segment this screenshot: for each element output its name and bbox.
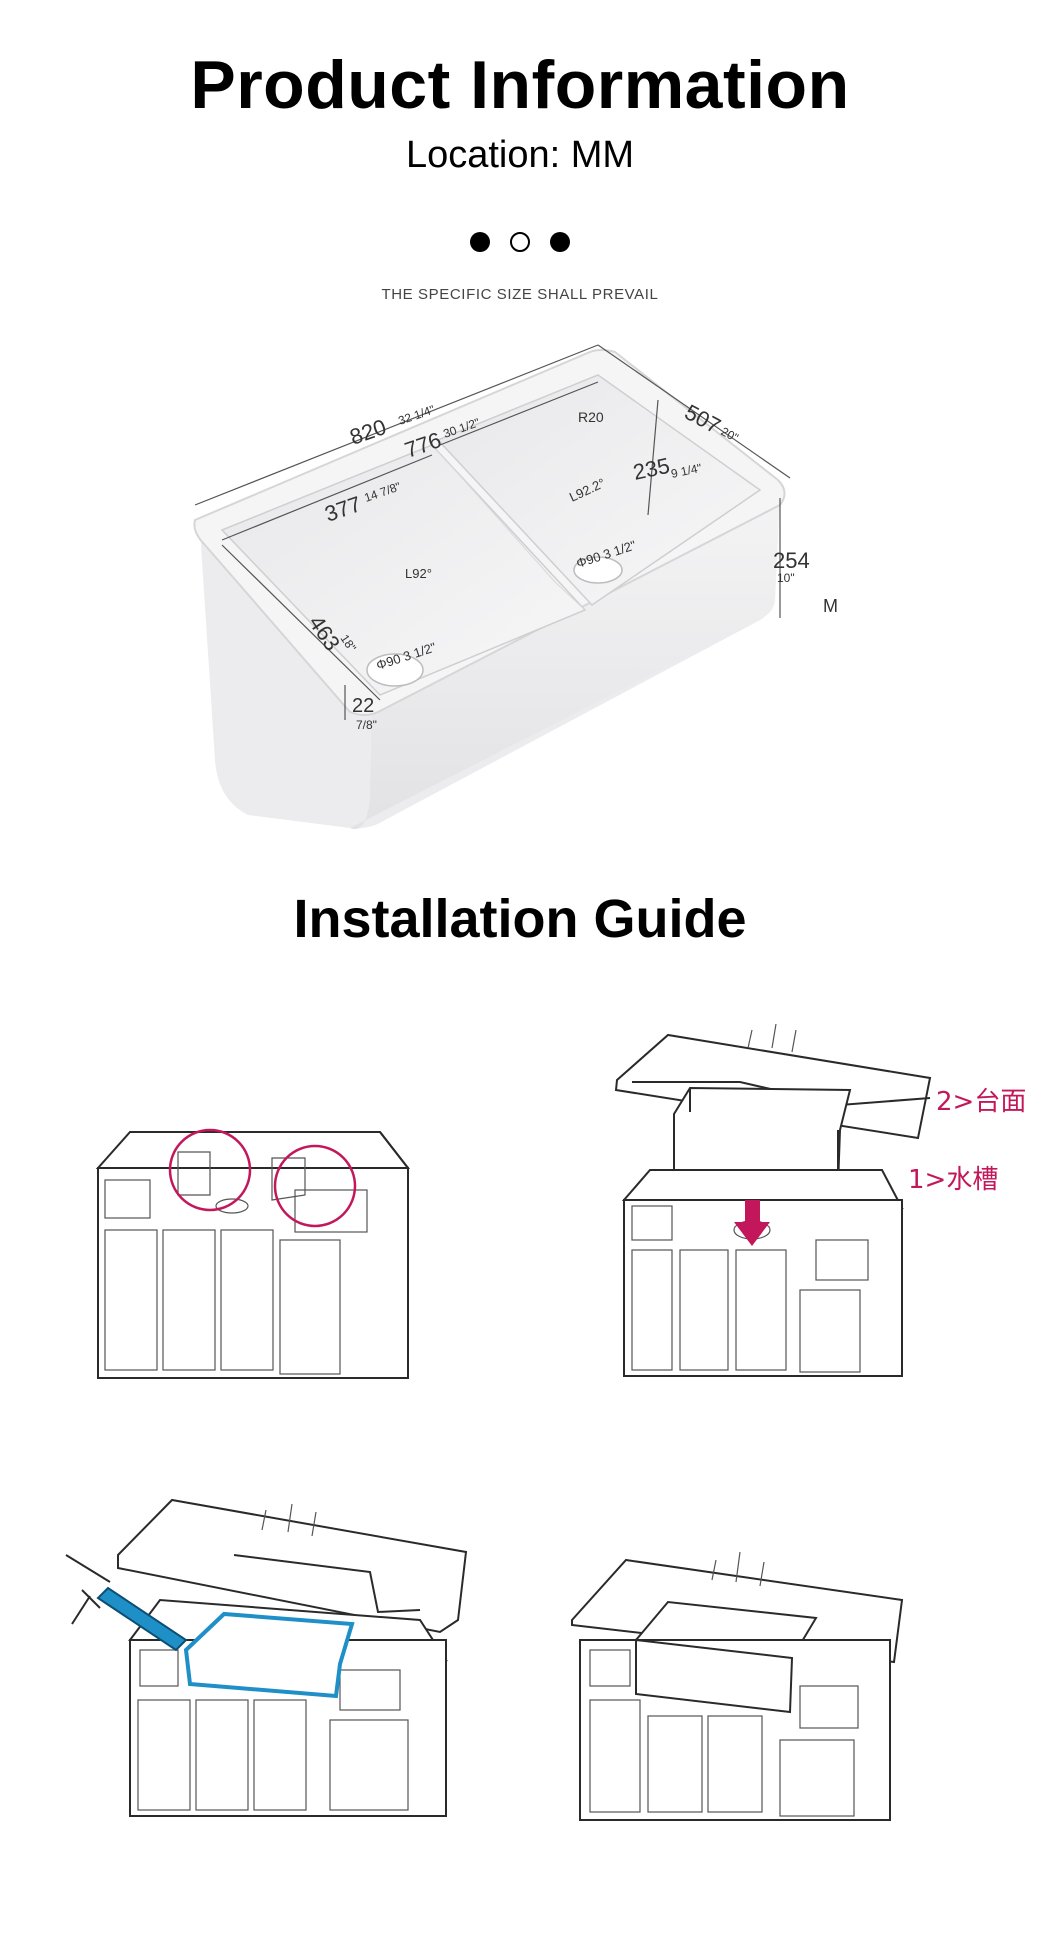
dim-cut-char: M — [823, 596, 838, 616]
step2-countertop-label: 2>台面 — [936, 1087, 1026, 1117]
dim-radius: R20 — [578, 409, 604, 425]
install-step-finished — [571, 1551, 904, 1821]
highlight-circle-left — [168, 1128, 252, 1212]
carousel-dots — [0, 232, 1040, 252]
dim-right-bowl-width-in: 9 1/4" — [670, 461, 703, 481]
dim-height-in: 10" — [777, 571, 795, 585]
page-title: Product Information — [190, 47, 850, 123]
highlight-circle-right — [273, 1144, 357, 1228]
carousel-dot-1[interactable] — [470, 232, 490, 252]
install-step-cabinet-cutout — [95, 1128, 411, 1379]
step1-sink-label: 1>水槽 — [908, 1165, 998, 1195]
dim-height: 254 — [773, 548, 810, 573]
page-subtitle: Location: MM — [405, 134, 635, 176]
caulk-gun-icon — [65, 1554, 188, 1652]
sealant-outline — [183, 1611, 355, 1699]
dimension-lines — [194, 344, 791, 720]
carousel-dot-3[interactable] — [550, 232, 570, 252]
dim-apron-in: 7/8" — [356, 718, 377, 732]
installation-guide-title: Installation Guide — [293, 889, 747, 949]
sink-body — [193, 349, 786, 830]
dim-left-angle: L92° — [405, 566, 432, 581]
carousel-dot-2[interactable] — [510, 232, 530, 252]
size-disclaimer: THE SPECIFIC SIZE SHALL PREVAIL — [381, 286, 659, 303]
install-step-place-sink: 2>台面 1>水槽 — [614, 1023, 1026, 1377]
arrow-down-icon — [734, 1200, 770, 1246]
dim-apron: 22 — [352, 695, 374, 717]
install-step-apply-sealant — [65, 1498, 468, 1817]
